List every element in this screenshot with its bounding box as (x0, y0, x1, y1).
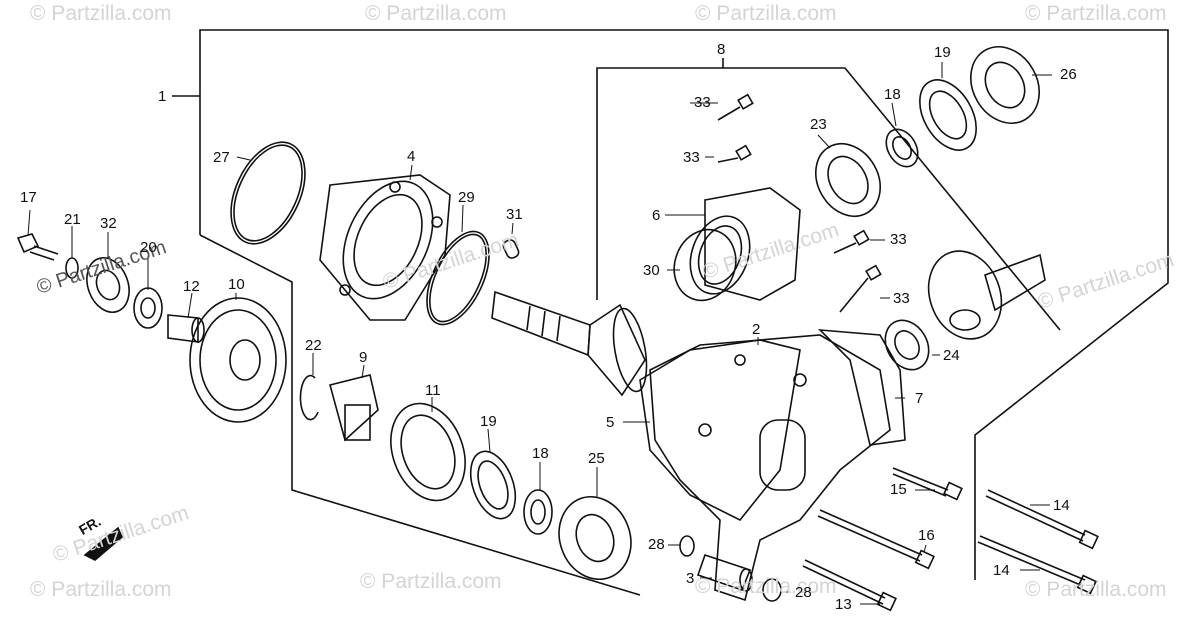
bearing-holder-4 (319, 174, 451, 321)
callout-33: 33 (694, 94, 711, 111)
bearing-24 (884, 319, 930, 371)
callout-21: 21 (64, 211, 81, 228)
callout-9: 9 (359, 349, 368, 366)
callout-18: 18 (884, 86, 901, 103)
callout-28: 28 (648, 536, 665, 553)
watermark: © Partzilla.com (695, 575, 837, 598)
callout-33: 33 (890, 231, 907, 248)
dowel-pin-3 (696, 553, 753, 592)
o-ring-30 (673, 228, 737, 302)
thrust-washer-20 (133, 287, 163, 329)
callout-10: 10 (228, 276, 245, 293)
bolt-33-c (833, 229, 870, 254)
callout-27: 27 (213, 149, 230, 166)
callout-24: 24 (943, 347, 960, 364)
watermark: © Partzilla.com (695, 2, 837, 25)
o-ring-28-upper (679, 535, 695, 557)
callout-14: 14 (993, 562, 1010, 579)
callout-28: 28 (795, 584, 812, 601)
snap-ring-22 (299, 374, 319, 421)
o-ring-27 (230, 141, 306, 245)
callout-5: 5 (606, 414, 615, 431)
callout-2: 2 (752, 321, 761, 338)
oil-seal-19-upper (919, 79, 977, 151)
lock-nut-18-lower (523, 489, 553, 535)
callout-33: 33 (683, 149, 700, 166)
callout-29: 29 (458, 189, 475, 206)
bolt-33-b (717, 144, 752, 163)
callout-3: 3 (686, 570, 695, 587)
callout-20: 20 (140, 239, 157, 256)
collar-12 (167, 314, 205, 343)
callout-13: 13 (835, 596, 852, 613)
front-arrow (83, 526, 123, 561)
ring-gear (927, 250, 1046, 340)
bolt-14-lower (977, 535, 1097, 595)
callout-31: 31 (506, 206, 523, 223)
bolt-17 (16, 233, 59, 261)
callout-15: 15 (890, 481, 907, 498)
assembly-outline-1 (199, 29, 1169, 580)
callout-7: 7 (915, 390, 924, 407)
driven-gear-10 (189, 297, 287, 423)
watermark: © Partzilla.com (30, 578, 172, 601)
bearing-23 (815, 143, 881, 217)
watermark: © Partzilla.com (360, 570, 502, 593)
bolt-14-upper (985, 489, 1099, 550)
callout-14: 14 (1053, 497, 1070, 514)
pinion-shaft (491, 290, 648, 397)
callout-23: 23 (810, 116, 827, 133)
callout-19: 19 (480, 413, 497, 430)
o-ring-29 (426, 230, 490, 326)
o-ring-28-lower (762, 578, 782, 602)
callout-8: 8 (717, 41, 726, 58)
callout-25: 25 (588, 450, 605, 467)
bolt-13 (802, 559, 897, 612)
callout-33: 33 (893, 290, 910, 307)
gear-case-2 (639, 329, 906, 602)
callout-30: 30 (643, 262, 660, 279)
callout-19: 19 (934, 44, 951, 61)
callout-26: 26 (1060, 66, 1077, 83)
bolt-15 (892, 467, 963, 501)
watermark: © Partzilla.com (1025, 578, 1167, 601)
callout-16: 16 (918, 527, 935, 544)
bearing-holder-6 (689, 187, 801, 301)
watermark: © Partzilla.com (365, 2, 507, 25)
dowel-pin-31 (502, 239, 520, 259)
callout-18: 18 (532, 445, 549, 462)
lock-nut-18-upper (885, 128, 919, 168)
watermark: © Partzilla.com (30, 2, 172, 25)
assembly-outline-8 (596, 67, 1061, 331)
callout-17: 17 (20, 189, 37, 206)
oil-seal-26 (970, 46, 1040, 124)
callout-11: 11 (425, 382, 441, 399)
callout-12: 12 (183, 278, 200, 295)
bearing-25 (558, 495, 632, 581)
spring-11 (390, 402, 466, 502)
bolt-16 (817, 509, 935, 570)
callout-22: 22 (305, 337, 322, 354)
bearing-32 (86, 257, 130, 313)
callout-4: 4 (407, 148, 416, 165)
callout-6: 6 (652, 207, 661, 224)
oil-seal-19-lower (469, 450, 517, 520)
bolt-33-d (839, 264, 882, 313)
callout-32: 32 (100, 215, 117, 232)
cam-9 (329, 374, 379, 442)
callout-1: 1 (158, 88, 167, 105)
bolt-33-a (717, 93, 754, 121)
watermark: © Partzilla.com (1025, 2, 1167, 25)
